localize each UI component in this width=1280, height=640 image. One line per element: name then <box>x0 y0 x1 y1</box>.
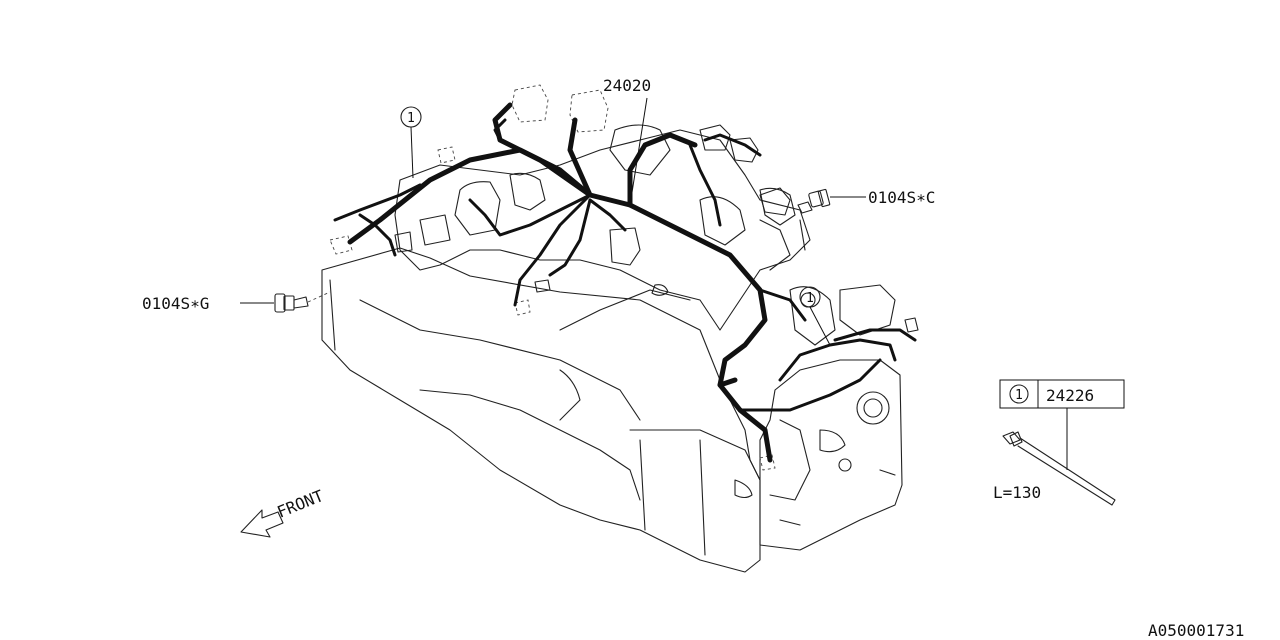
front-arrow-icon <box>240 509 284 538</box>
leader-harness <box>629 97 648 206</box>
main-harness <box>347 102 773 463</box>
figure-code: A050001731 <box>1148 621 1244 640</box>
part-label-bolt-upper: 0104S∗C <box>868 188 935 207</box>
branch-wires <box>333 118 917 412</box>
cable-tie-length: L=130 <box>993 483 1041 502</box>
bolt-lower-icon <box>274 291 331 313</box>
callout-number: 1 <box>806 291 814 306</box>
callout-number: 1 <box>407 111 415 126</box>
legend-part-number: 24226 <box>1046 386 1094 405</box>
cylinder-head-right <box>759 359 903 551</box>
connector-blocks <box>329 84 776 471</box>
cable-tie-icon <box>1002 431 1116 506</box>
part-label-bolt-lower: 0104S∗G <box>142 294 209 313</box>
bolt-upper-icon <box>797 188 831 214</box>
front-label: FRONT <box>274 486 326 522</box>
part-label-harness: 24020 <box>603 76 651 95</box>
callout-bubble-right: 1 <box>799 286 831 346</box>
legend-callout-number: 1 <box>1015 388 1023 403</box>
callout-bubble-left: 1 <box>400 106 422 179</box>
engine-block-outline <box>321 247 761 573</box>
clip-legend: 1 24226 <box>999 379 1125 470</box>
sensor-components <box>534 124 919 333</box>
